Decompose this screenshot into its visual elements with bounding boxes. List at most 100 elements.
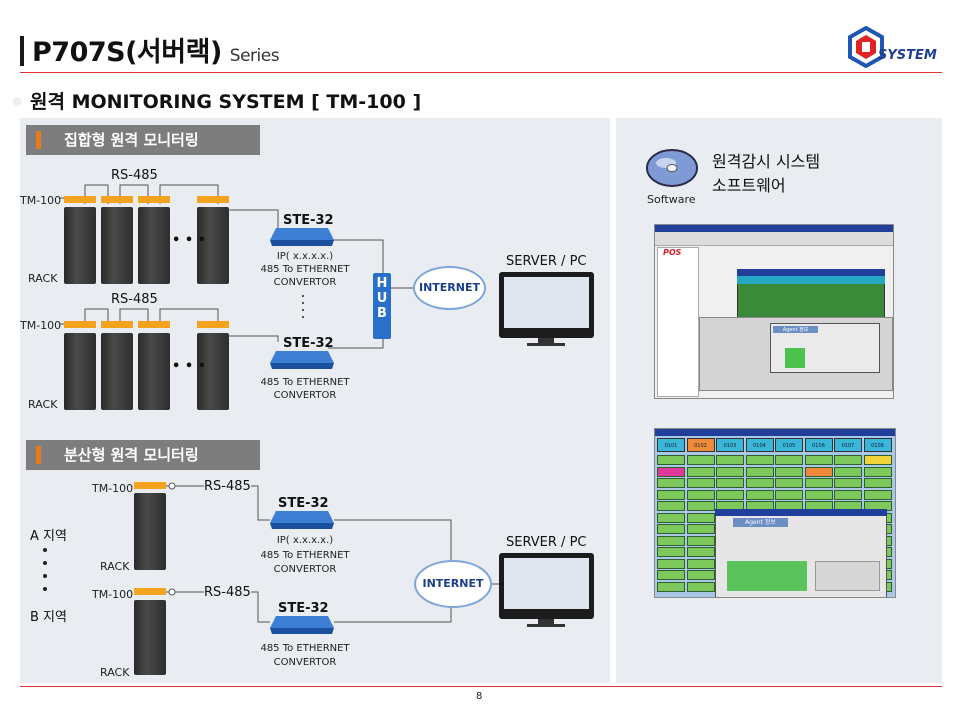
shot2-header-cell: 0108 bbox=[863, 438, 892, 452]
s1g1-rack-label: RACK bbox=[28, 272, 58, 285]
siteA-rack-label: RACK bbox=[100, 560, 130, 573]
shot2-header-cell: 0107 bbox=[834, 438, 862, 452]
s2-conv2-desc1: 485 To ETHERNET bbox=[260, 643, 350, 654]
shot2-grid-cell bbox=[686, 547, 715, 557]
page-title-series: Series bbox=[229, 46, 280, 66]
shot2-grid-cell bbox=[686, 501, 715, 511]
subtitle: 원격 MONITORING SYSTEM [ TM-100 ] bbox=[30, 91, 422, 113]
shot2-header-cell: 0106 bbox=[804, 438, 833, 452]
s1-conv2-name: STE-32 bbox=[283, 336, 334, 351]
siteA-rack bbox=[134, 493, 166, 570]
s1-server-base bbox=[527, 343, 565, 346]
s2-conv1-ip: IP( x.x.x.x.) bbox=[276, 535, 334, 546]
shot2-grid-cell bbox=[686, 455, 715, 465]
siteB-rack-label: RACK bbox=[100, 666, 130, 679]
shot2-grid-cell bbox=[804, 478, 833, 488]
software-title: 원격감시 시스템 소프트웨어 bbox=[712, 152, 821, 195]
s2-network-lines bbox=[166, 482, 506, 623]
company-logo: SYSTEM bbox=[848, 26, 940, 72]
s2-conv2-name: STE-32 bbox=[278, 601, 329, 616]
shot2-grid-cell bbox=[745, 455, 774, 465]
header-divider bbox=[20, 72, 942, 73]
s1g1-bus-label: RS-485 bbox=[111, 168, 158, 183]
shot2-grid-cell bbox=[657, 501, 685, 511]
s1g1-rack-3 bbox=[138, 207, 170, 284]
shot2-grid-cell bbox=[716, 478, 744, 488]
siteA-region-label: A 지역 bbox=[30, 529, 67, 544]
shot2-grid-cell bbox=[657, 524, 685, 534]
shot2-grid-cell bbox=[657, 558, 685, 569]
shot2-header-cell: 0105 bbox=[775, 438, 803, 452]
s1-conv1-desc2: CONVERTOR bbox=[273, 277, 337, 288]
shot2-grid-cell bbox=[834, 455, 862, 465]
shot1-dialog-title: Agent 정보 bbox=[773, 326, 818, 333]
s1g1-device-3 bbox=[138, 196, 170, 203]
logo-mark-icon bbox=[848, 26, 884, 68]
s1g2-rack-3 bbox=[138, 333, 170, 410]
shot2-grid-cell bbox=[686, 466, 715, 477]
software-cd-label: Software bbox=[647, 193, 696, 206]
s1g1-device-label: TM-100 bbox=[20, 194, 62, 207]
shot2-grid-cell bbox=[804, 489, 833, 500]
shot2-header-cell: 0104 bbox=[745, 438, 774, 452]
s1-conv1-name: STE-32 bbox=[283, 213, 334, 228]
page-title-text: P707S(서버랙) bbox=[32, 37, 222, 68]
shot2-grid-cell bbox=[657, 489, 685, 500]
s2-server-base bbox=[527, 624, 565, 627]
shot2-grid-cell bbox=[863, 489, 892, 500]
s1g2-bus-lines bbox=[60, 308, 219, 328]
shot2-grid-cell bbox=[775, 466, 803, 477]
shot2-grid-cell bbox=[863, 455, 892, 465]
subtitle-bullet bbox=[13, 97, 22, 106]
s1g2-device-1 bbox=[64, 321, 96, 328]
s1-conv2-desc1: 485 To ETHERNET bbox=[260, 377, 350, 388]
siteB-device bbox=[134, 588, 166, 595]
s2-conv1-icon bbox=[270, 511, 334, 529]
shot2-grid-cell bbox=[745, 489, 774, 500]
shot2-grid-cell bbox=[686, 524, 715, 534]
s1g1-rack-1 bbox=[64, 207, 96, 284]
s2-conv1-desc1: 485 To ETHERNET bbox=[260, 550, 350, 561]
shot2-grid-cell bbox=[745, 478, 774, 488]
shot2-header-cell: 0101 bbox=[657, 438, 685, 452]
s1g2-bus-label: RS-485 bbox=[111, 292, 158, 307]
shot2-grid-cell bbox=[657, 478, 685, 488]
siteB-device-label: TM-100 bbox=[92, 588, 134, 601]
siteA-bus-label: RS-485 bbox=[204, 479, 251, 494]
shot2-grid-cell bbox=[686, 535, 715, 546]
shot2-grid-cell bbox=[657, 535, 685, 546]
s2-conv2-icon bbox=[270, 616, 334, 634]
s2-conv1-desc2: CONVERTOR bbox=[273, 564, 337, 575]
s1g2-device-4 bbox=[197, 321, 229, 328]
software-screenshot-1: POS Agent 정보 bbox=[654, 224, 894, 399]
shot2-grid-cell bbox=[804, 466, 833, 477]
s2-conv2-desc2: CONVERTOR bbox=[273, 657, 337, 668]
s1g1-rack-2 bbox=[101, 207, 133, 284]
s2-server-monitor bbox=[499, 553, 594, 619]
shot2-grid-cell bbox=[863, 478, 892, 488]
s1-server-monitor bbox=[499, 272, 594, 338]
s1g2-device-2 bbox=[101, 321, 133, 328]
s1g1-device-4 bbox=[197, 196, 229, 203]
shot2-grid-cell bbox=[716, 455, 744, 465]
shot2-grid-cell bbox=[657, 581, 685, 592]
shot2-dialog-title: Agent 정보 bbox=[733, 518, 788, 527]
s1g2-device-3 bbox=[138, 321, 170, 328]
shot2-grid-cell bbox=[716, 466, 744, 477]
shot2-grid-cell bbox=[834, 489, 862, 500]
siteB-bus-label: RS-485 bbox=[204, 585, 251, 600]
s1g1-device-1 bbox=[64, 196, 96, 203]
shot2-grid-cell bbox=[686, 512, 715, 523]
s1-internet-cloud: INTERNET bbox=[413, 266, 486, 310]
shot2-grid-cell bbox=[657, 455, 685, 465]
hub-box: H U B bbox=[373, 273, 391, 339]
shot2-grid-cell bbox=[686, 570, 715, 580]
shot2-grid-cell bbox=[657, 512, 685, 523]
section2-heading: 분산형 원격 모니터링 bbox=[26, 440, 260, 470]
s1g2-dots: • • • bbox=[172, 359, 206, 374]
shot2-grid-cell bbox=[804, 455, 833, 465]
siteB-region-label: B 지역 bbox=[30, 610, 67, 625]
shot2-grid-cell bbox=[686, 581, 715, 592]
section1-heading: 집합형 원격 모니터링 bbox=[26, 125, 260, 155]
